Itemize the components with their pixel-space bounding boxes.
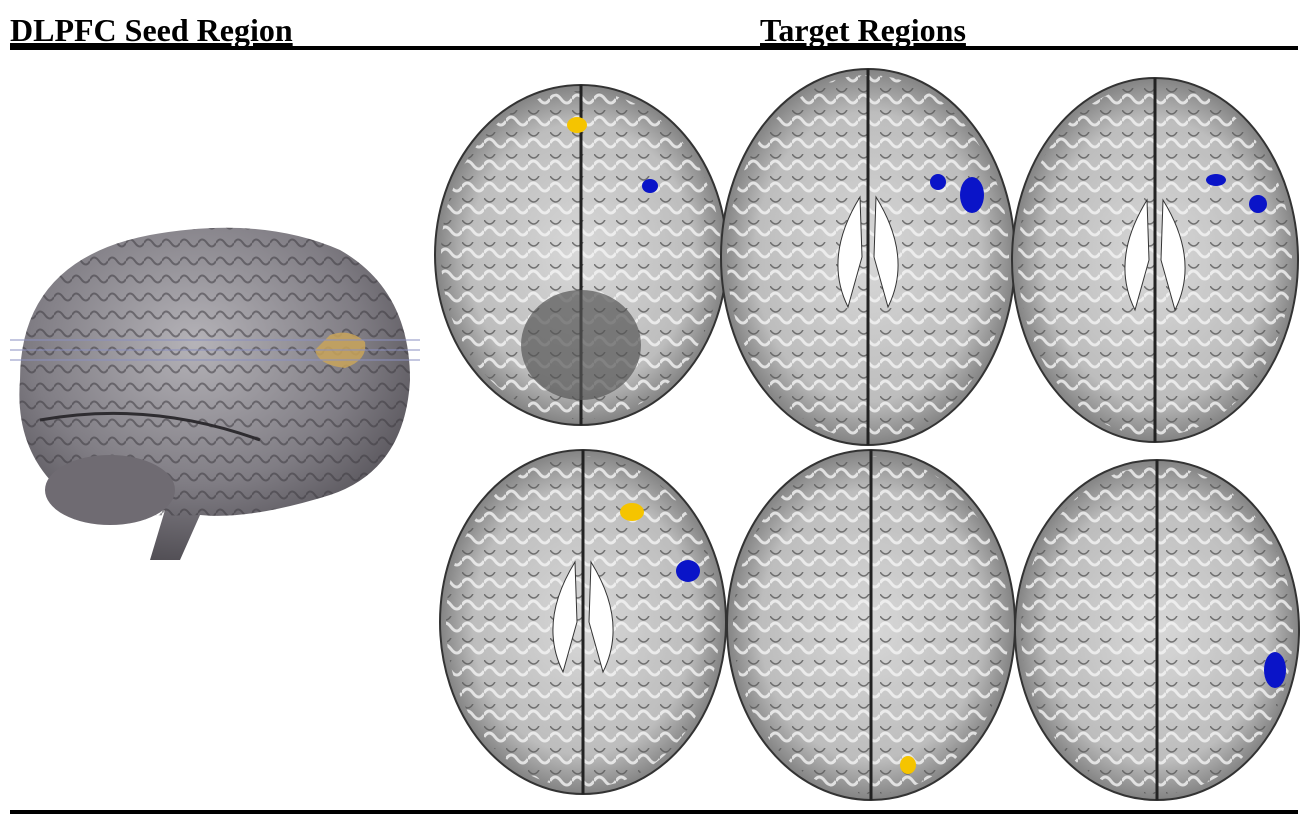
axial-4-slice (439, 449, 727, 795)
negative-cluster (930, 174, 946, 190)
ventricle (1124, 198, 1150, 312)
axial-2-slice (720, 68, 1016, 446)
cerebellum (45, 455, 175, 525)
axial-6-slice (1014, 459, 1300, 801)
ventricle (552, 560, 578, 674)
negative-cluster (642, 179, 658, 193)
bottom-rule (10, 810, 1298, 814)
negative-cluster (960, 177, 984, 213)
top-rule (10, 46, 1298, 50)
axial-5-slice (726, 449, 1016, 801)
negative-cluster (1264, 652, 1286, 688)
negative-cluster (676, 560, 700, 582)
ventricle (1160, 198, 1186, 312)
target-regions-heading: Target Regions (760, 12, 966, 48)
lateral-brain-render (10, 227, 420, 560)
positive-cluster (567, 117, 587, 133)
negative-cluster (1249, 195, 1267, 213)
axial-3-slice (1011, 77, 1299, 443)
ventricle (873, 195, 899, 309)
positive-cluster (900, 756, 916, 774)
ventricle (588, 560, 614, 674)
axial-1-slice (434, 84, 728, 426)
negative-cluster (1206, 174, 1226, 186)
positive-cluster (620, 503, 644, 521)
seed-region-heading: DLPFC Seed Region (10, 12, 293, 48)
cerebellum (521, 290, 641, 400)
ventricle (837, 195, 863, 309)
